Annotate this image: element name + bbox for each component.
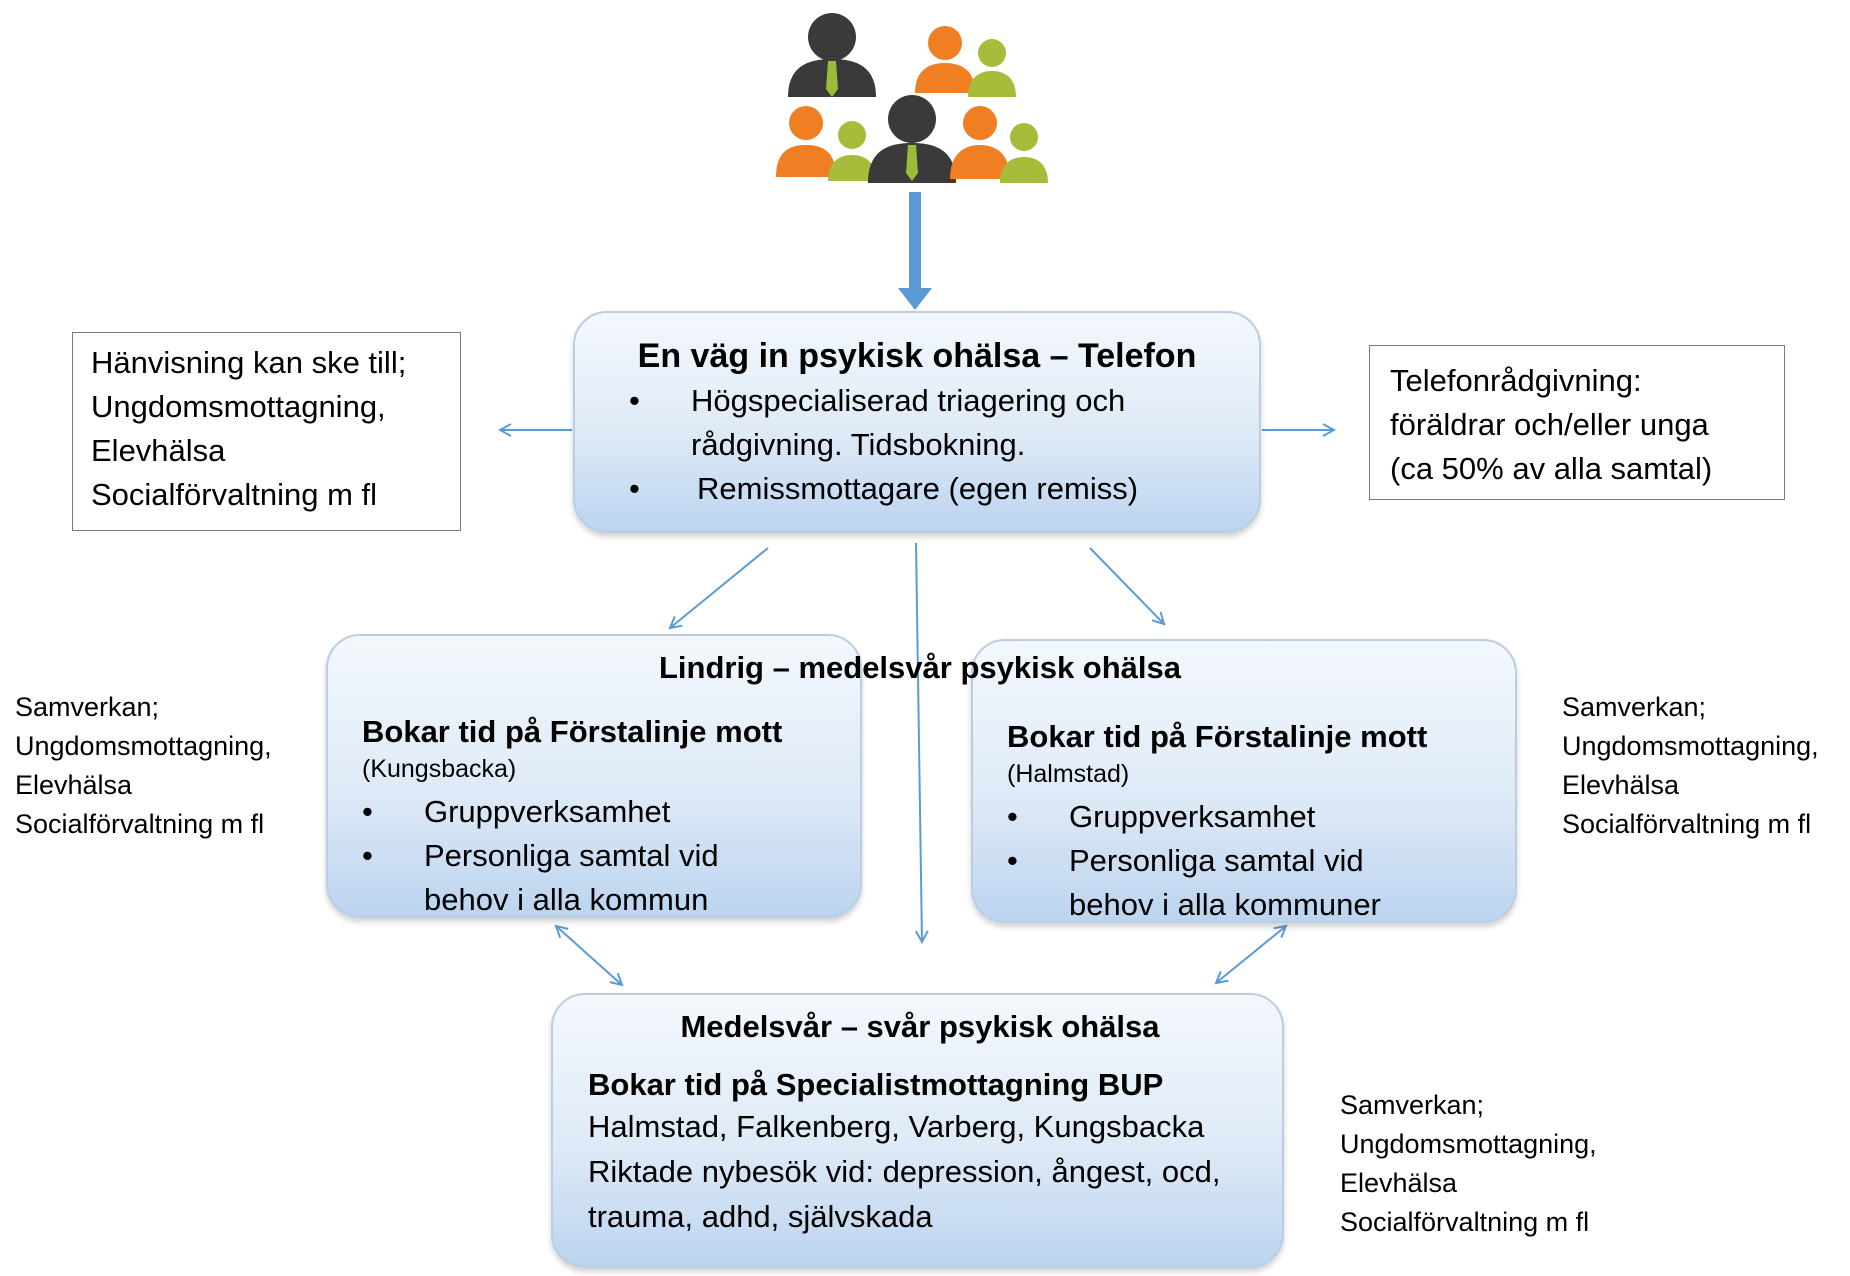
green-person-icon (1000, 123, 1048, 183)
box-title: Bokar tid på Förstalinje mott (362, 714, 783, 749)
note-line: Hänvisning kan ske till; (91, 345, 407, 380)
bullet-item: Gruppverksamhet (1007, 795, 1495, 839)
note-line: Elevhälsa (91, 433, 226, 468)
note-line: Socialförvaltning m fl (1340, 1207, 1590, 1237)
note-line: föräldrar och/eller unga (1390, 407, 1709, 442)
top-box: En väg in psykisk ohälsa – Telefon Högsp… (573, 311, 1261, 533)
arrow-to-left-mid (670, 547, 769, 628)
first-line-halmstad-box: Bokar tid på Förstalinje mott (Halmstad)… (971, 639, 1517, 923)
note-line: Samverkan; (1562, 692, 1707, 722)
note-line: Elevhälsa (15, 770, 133, 800)
first-line-kungsbacka-box: Bokar tid på Förstalinje mott (Kungsback… (326, 634, 862, 918)
phone-advice-box: Telefonrådgivning: föräldrar och/eller u… (1369, 345, 1785, 500)
box-title: Bokar tid på Specialistmottagning BUP (588, 1067, 1164, 1102)
green-person-icon (968, 39, 1016, 97)
note-line: Elevhälsa (1562, 770, 1680, 800)
collaboration-note-bottom: Samverkan; Ungdomsmottagning, Elevhälsa … (1340, 1086, 1597, 1242)
specialist-bup-box: Medelsvår – svår psykisk ohälsa Bokar ti… (551, 993, 1284, 1268)
entry-arrow (898, 192, 932, 310)
box-heading: Medelsvår – svår psykisk ohälsa (680, 1009, 1160, 1044)
note-line: Samverkan; (1340, 1090, 1485, 1120)
arrow-right-mid-bottom (1216, 926, 1286, 983)
top-box-bullets: Högspecialiserad triagering och rådgivni… (629, 379, 1229, 511)
orange-person-icon (776, 106, 836, 177)
note-line: Ungdomsmottagning, (91, 389, 386, 424)
arrow-to-right-mid (1089, 547, 1164, 624)
note-line: Ungdomsmottagning, (15, 731, 272, 761)
note-line: Elevhälsa (1340, 1168, 1458, 1198)
orange-person-icon (950, 106, 1010, 179)
arrow-to-bottom (916, 542, 922, 942)
dark-person-icon (868, 95, 956, 183)
note-line: Socialförvaltning m fl (91, 477, 378, 512)
bullet-item: Personliga samtal vid behov i alla kommu… (1007, 839, 1449, 927)
box-line: Halmstad, Falkenberg, Varberg, Kungsback… (588, 1109, 1205, 1144)
green-person-icon (828, 121, 876, 181)
collaboration-note-left: Samverkan; Ungdomsmottagning, Elevhälsa … (15, 688, 272, 844)
mild-severity-heading: Lindrig – medelsvår psykisk ohälsa (658, 650, 1182, 685)
box-place: (Kungsbacka) (362, 755, 517, 783)
bullet-item: Gruppverksamhet (362, 790, 840, 834)
note-line: Ungdomsmottagning, (1562, 731, 1819, 761)
bullet-item: Högspecialiserad triagering och rådgivni… (629, 379, 1211, 467)
box-title: Bokar tid på Förstalinje mott (1007, 719, 1428, 754)
box-bullets: Gruppverksamhet Personliga samtal vid be… (362, 790, 840, 922)
note-line: Socialförvaltning m fl (15, 809, 265, 839)
box-bullets: Gruppverksamhet Personliga samtal vid be… (1007, 795, 1495, 927)
bullet-item: Remissmottagare (egen remiss) (629, 467, 1229, 511)
orange-person-icon (915, 26, 975, 93)
box-line: Riktade nybesök vid: depression, ångest,… (588, 1154, 1221, 1234)
note-line: Ungdomsmottagning, (1340, 1129, 1597, 1159)
box-place: (Halmstad) (1007, 760, 1130, 788)
collaboration-note-right: Samverkan; Ungdomsmottagning, Elevhälsa … (1562, 688, 1819, 844)
note-line: Samverkan; (15, 692, 160, 722)
top-box-title: En väg in psykisk ohälsa – Telefon (637, 337, 1197, 375)
referral-note-box: Hänvisning kan ske till; Ungdomsmottagni… (72, 332, 461, 531)
arrow-left-mid-bottom (556, 926, 622, 985)
note-line: Socialförvaltning m fl (1562, 809, 1812, 839)
people-group-icon (776, 13, 1048, 183)
note-line: Telefonrådgivning: (1390, 363, 1642, 398)
note-line: (ca 50% av alla samtal) (1390, 451, 1713, 486)
dark-person-icon (788, 13, 876, 97)
bullet-item: Personliga samtal vid behov i alla kommu… (362, 834, 784, 922)
